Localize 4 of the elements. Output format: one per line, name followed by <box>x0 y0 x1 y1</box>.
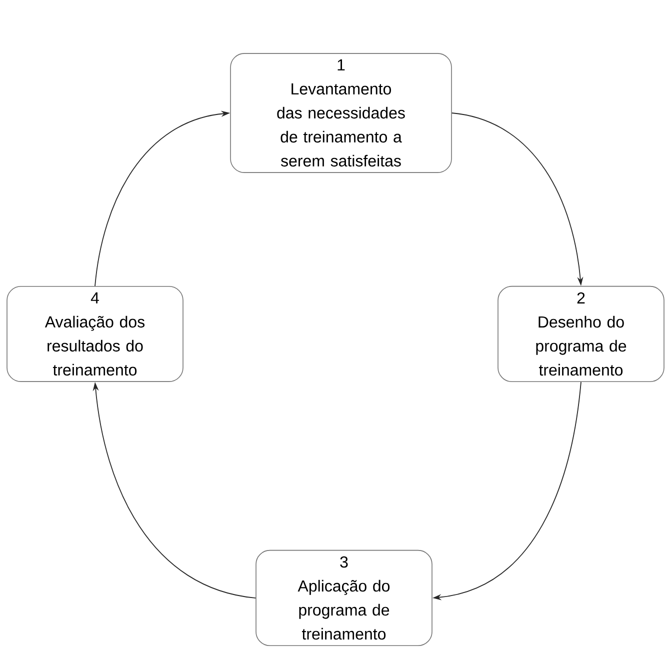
process-box: 4 Avaliação dos resultados do treinamento <box>6 286 184 382</box>
process-box: 2 Desenho do programa de treinamento <box>498 286 664 382</box>
process-box: 1 Levantamento das necessidades de treinamento a serem satisfeitas <box>230 53 452 173</box>
process-box: 3 Aplicação do programa de treinamento <box>256 550 432 646</box>
